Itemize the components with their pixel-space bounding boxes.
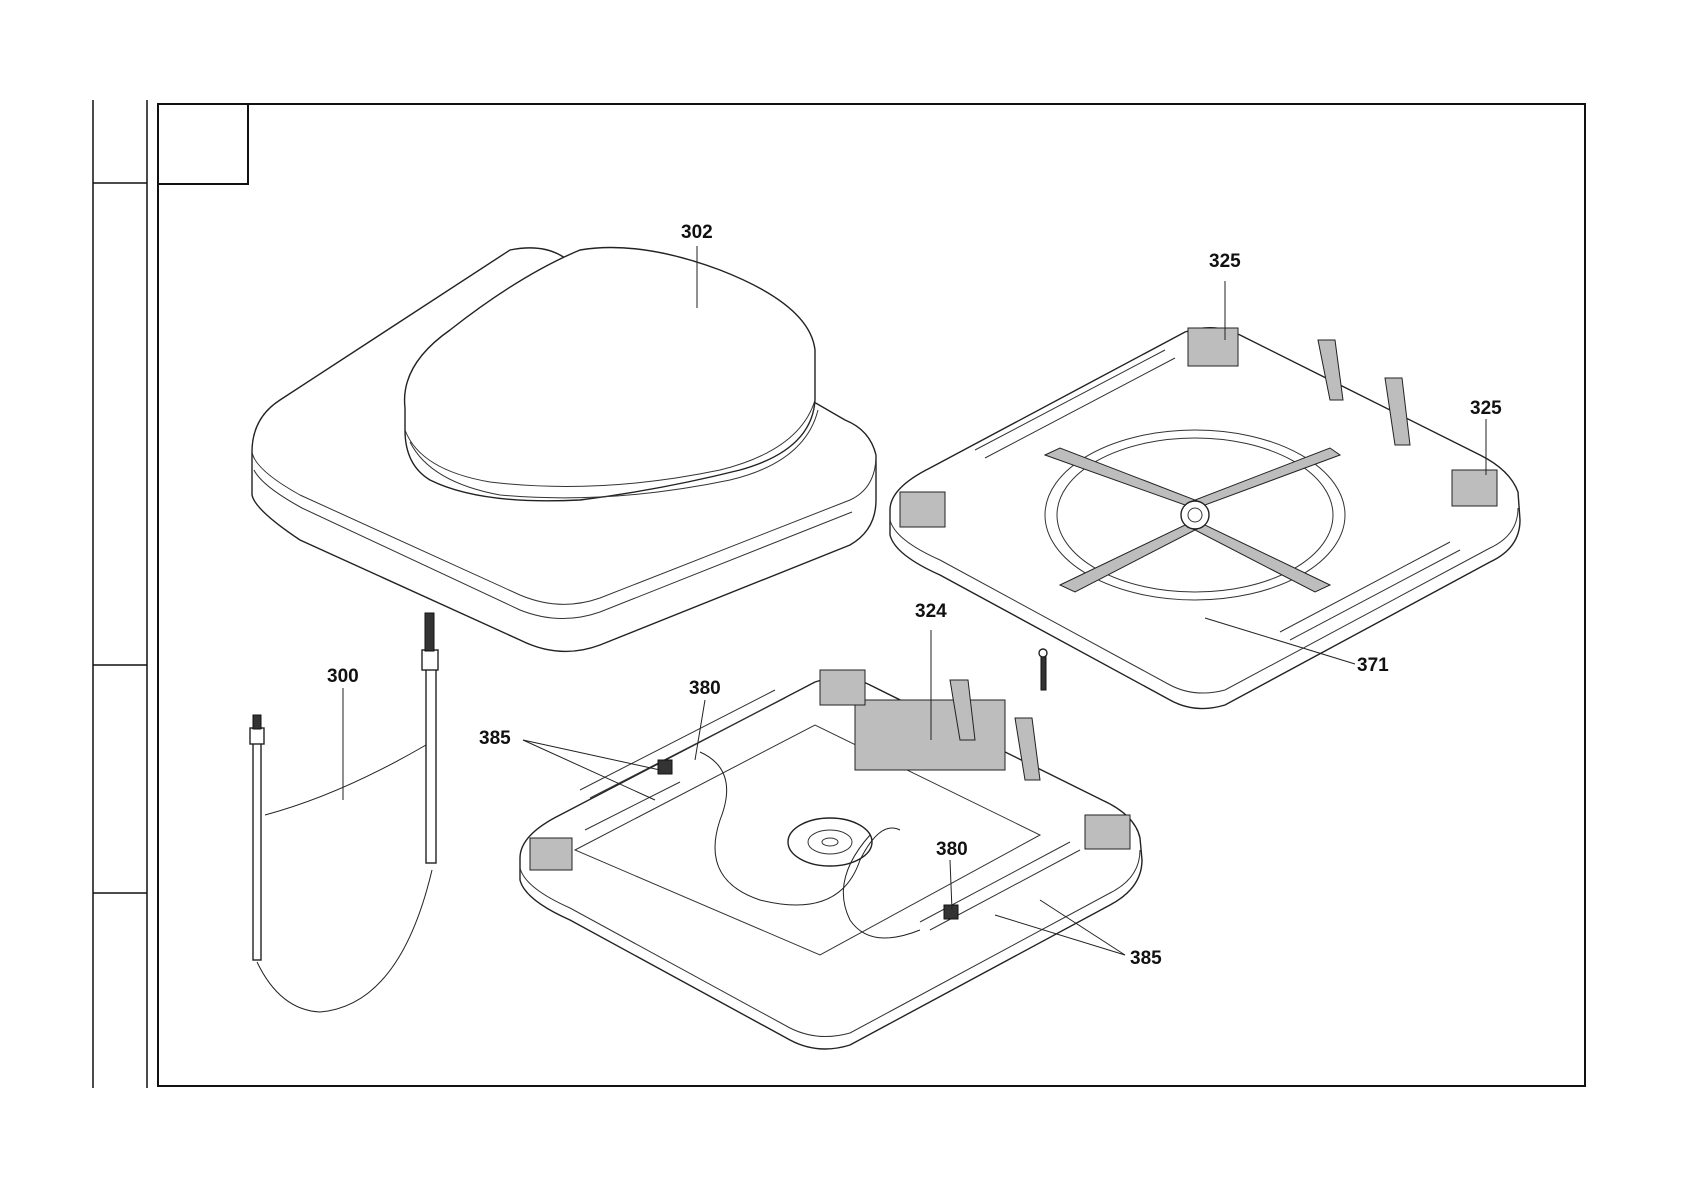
base-assembly-upper	[890, 328, 1520, 709]
callout-380-lower: 380	[936, 839, 968, 860]
callout-371: 371	[1357, 655, 1389, 676]
callout-385-left: 385	[479, 728, 511, 749]
callout-325-right: 325	[1470, 398, 1502, 419]
cover-302	[252, 248, 876, 652]
callout-302: 302	[681, 222, 713, 243]
callout-325-top: 325	[1209, 251, 1241, 272]
callout-300: 300	[327, 666, 359, 687]
base-assembly-lower	[520, 670, 1142, 1049]
callout-385-right: 385	[1130, 948, 1162, 969]
callout-324: 324	[915, 601, 947, 622]
callout-380-upper: 380	[689, 678, 721, 699]
